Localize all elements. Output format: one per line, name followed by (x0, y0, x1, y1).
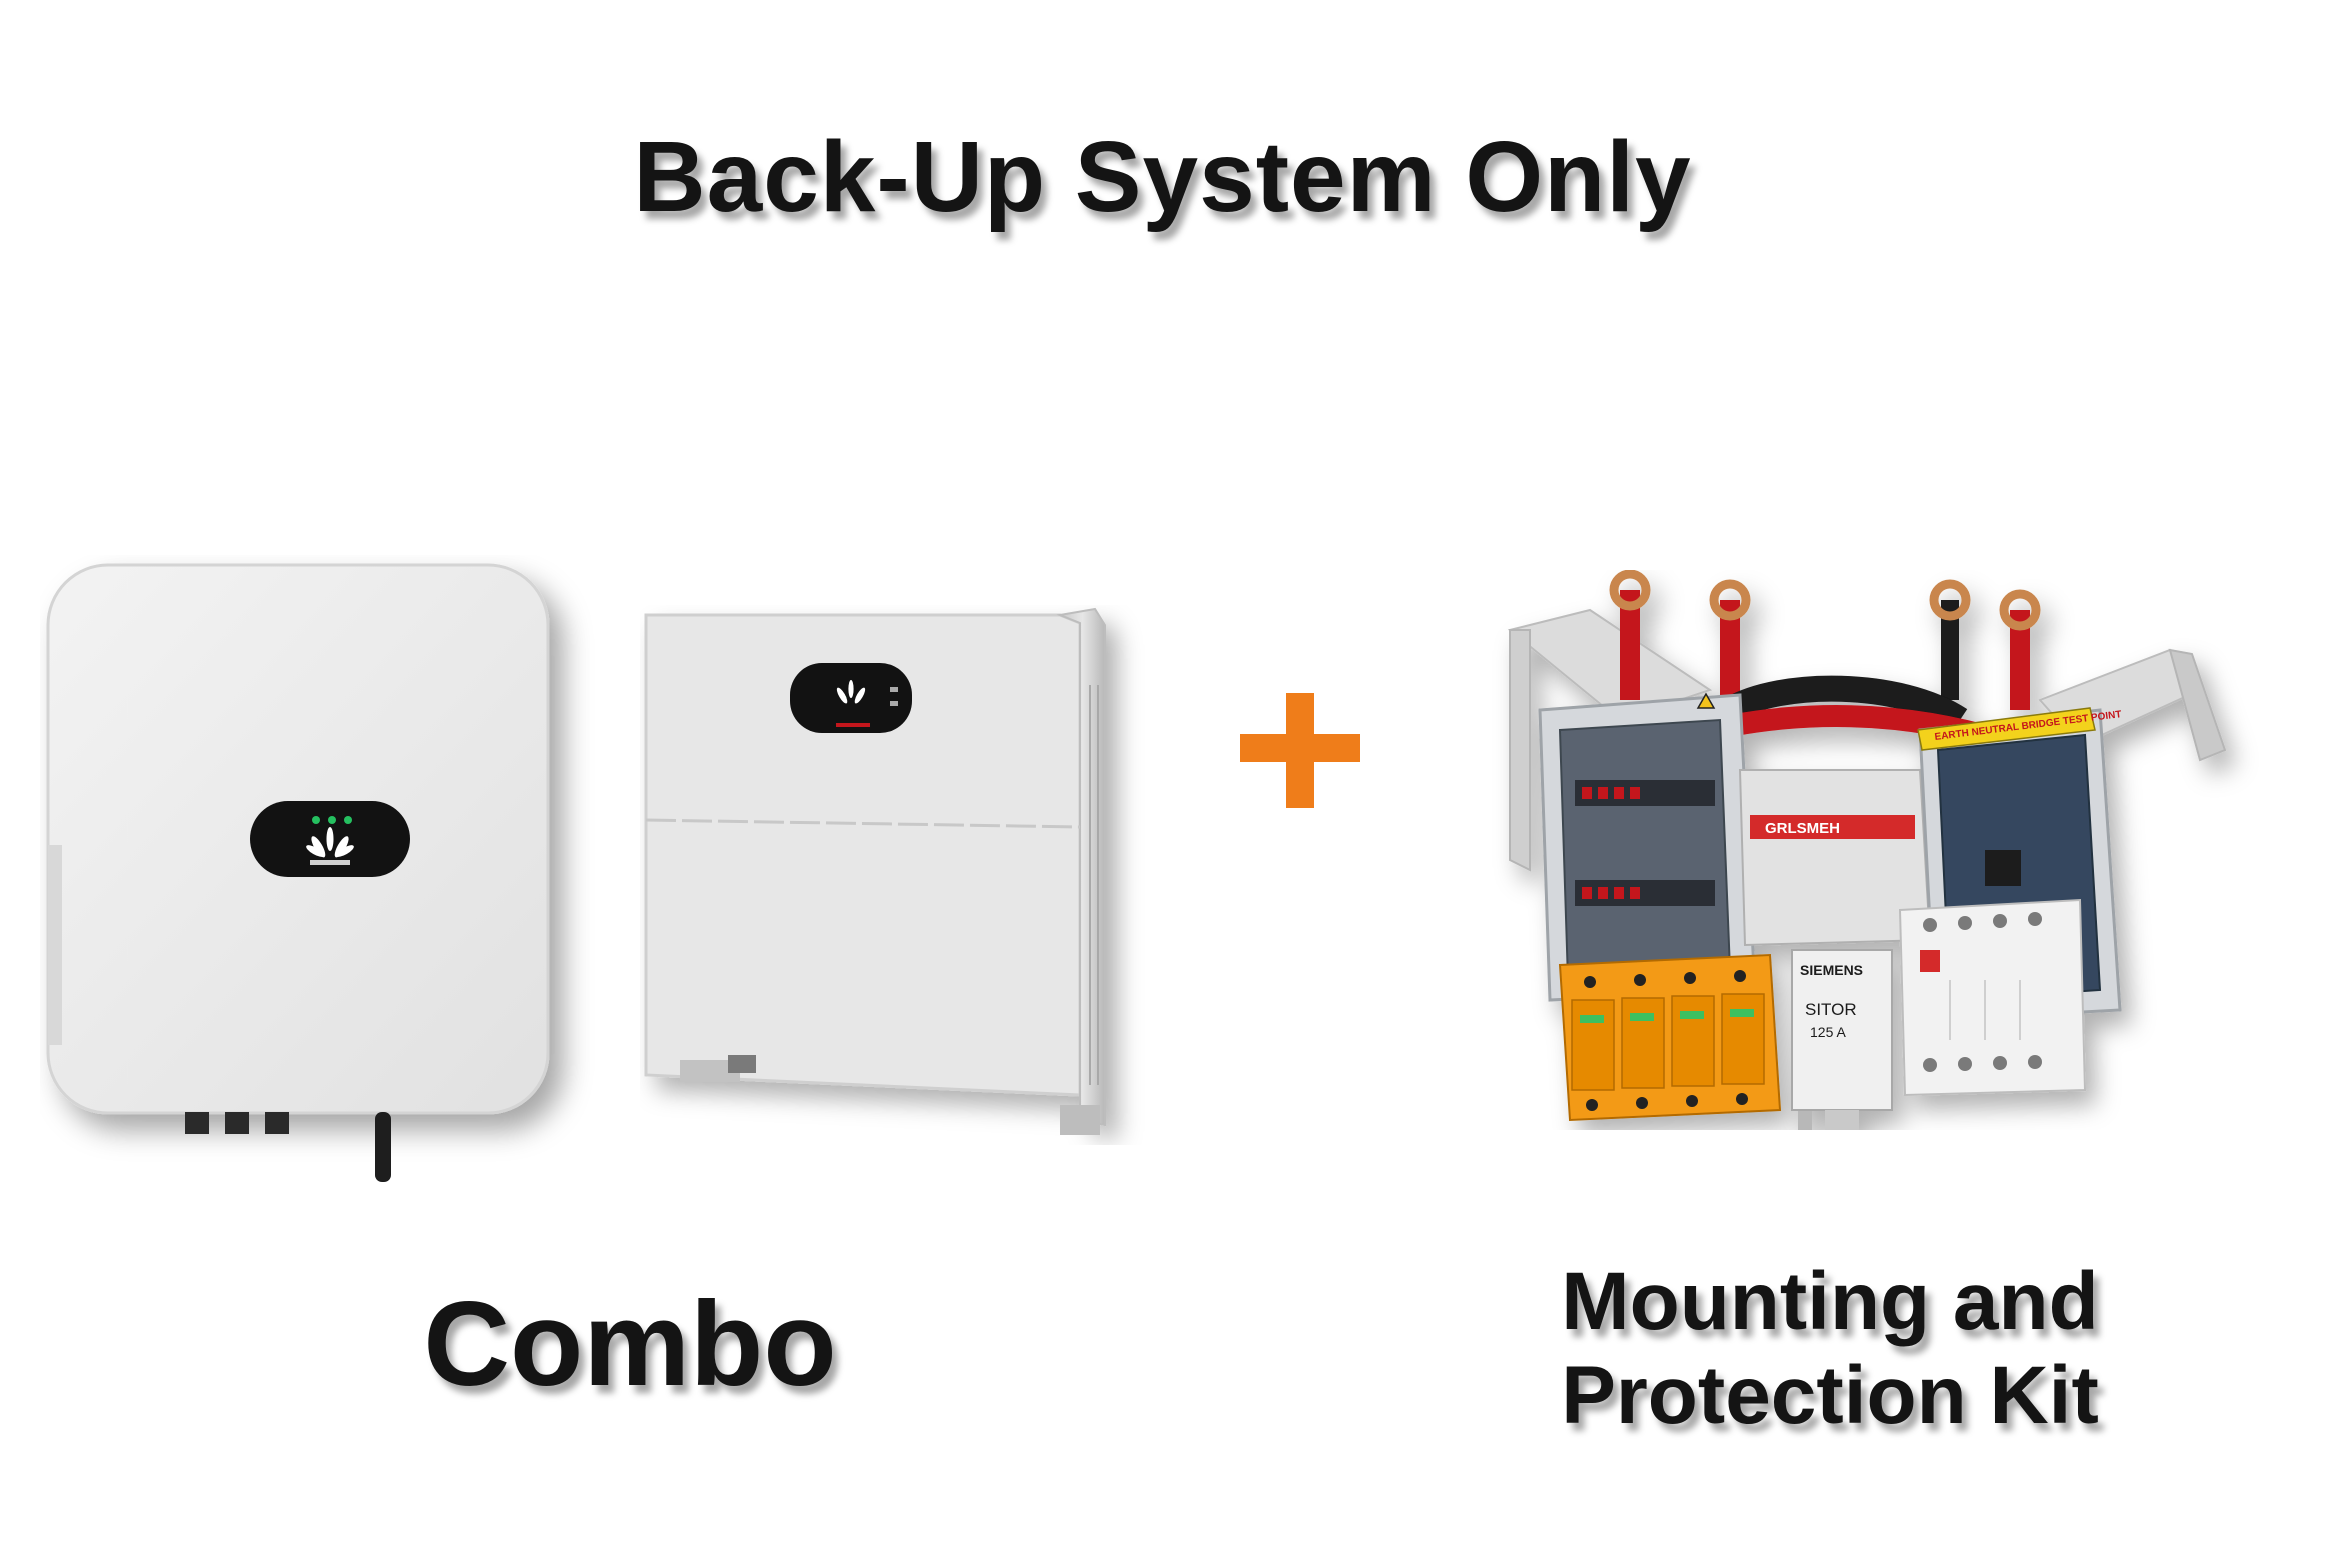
kit-label-line-2: Protection Kit (1561, 1350, 2099, 1441)
battery-image (640, 605, 1160, 1145)
battery-icon (644, 607, 1106, 1135)
kit-label: Mounting and Protection Kit (1500, 1255, 2160, 1443)
inverter-image (40, 555, 600, 1195)
box-brand-text: GRLSMEH (1765, 820, 1840, 837)
protection-kit-icon: GRLSMEH EARTH NEUTRAL BRIDGE TEST POINT … (1507, 570, 2227, 1130)
plus-icon (1240, 693, 1360, 808)
inverter-icon (46, 563, 550, 1182)
protection-kit-image: GRLSMEH EARTH NEUTRAL BRIDGE TEST POINT … (1480, 570, 2260, 1130)
page-title: Back-Up System Only (633, 121, 1692, 233)
plus-sign (1240, 693, 1360, 808)
combo-label: Combo (423, 1277, 837, 1411)
kit-label-line-1: Mounting and (1561, 1256, 2099, 1347)
fuse-model-text: SITOR (1805, 1000, 1857, 1019)
fuse-brand-text: SIEMENS (1800, 962, 1863, 978)
fuse-rating-text: 125 A (1810, 1024, 1846, 1040)
